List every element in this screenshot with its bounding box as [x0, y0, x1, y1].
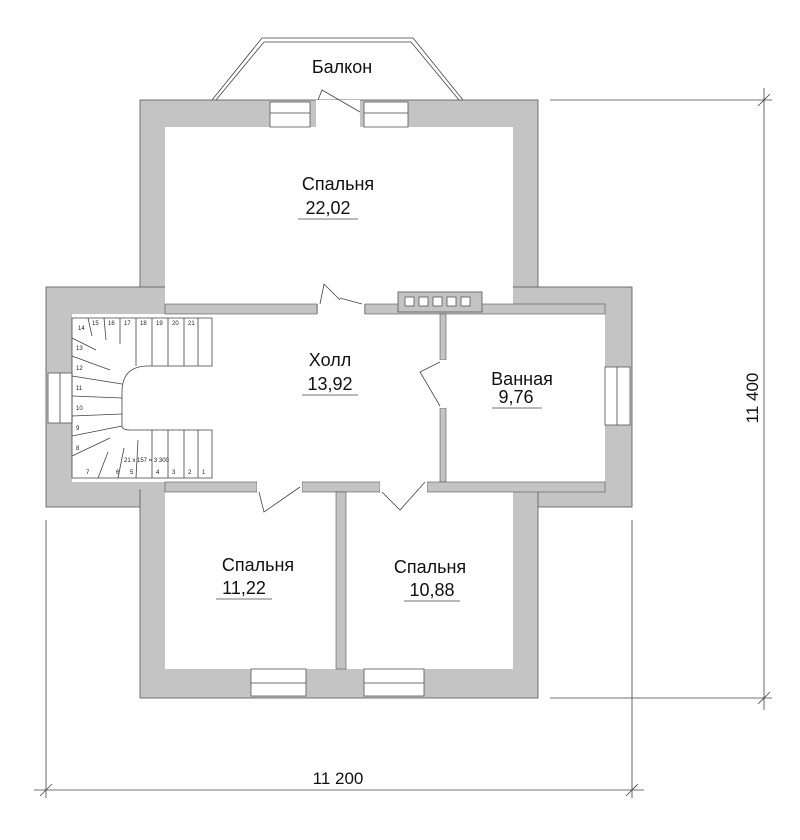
- doors: [257, 89, 446, 513]
- step-number: 3: [172, 470, 176, 476]
- step-number: 18: [140, 321, 147, 327]
- room-name-bedroom-top: Спальня: [302, 174, 374, 194]
- dimension-lines: 11 200 11 400: [34, 88, 772, 798]
- step-number: 13: [76, 346, 83, 352]
- stair-note: 21 x 157 = 3 300: [124, 458, 170, 464]
- step-number: 6: [116, 470, 120, 476]
- step-number: 11: [76, 386, 83, 392]
- dimension-height: 11 400: [743, 373, 762, 424]
- room-name-bathroom: Ванная: [491, 369, 553, 389]
- step-number: 10: [76, 406, 83, 412]
- step-number: 14: [78, 326, 85, 332]
- step-number: 19: [156, 321, 163, 327]
- step-number: 21: [188, 321, 195, 327]
- step-number: 4: [156, 470, 160, 476]
- room-name-bedroom-left: Спальня: [222, 555, 294, 575]
- room-area-bedroom-top: 22,02: [305, 198, 350, 218]
- step-number: 16: [108, 321, 115, 327]
- staircase: 14 15 16 17 18 19 20 21 13 12 11 10 9 8 …: [71, 317, 213, 479]
- interior-walls: [164, 291, 606, 670]
- room-area-bedroom-left: 11,22: [222, 578, 266, 598]
- step-number: 20: [172, 321, 179, 327]
- step-number: 9: [76, 426, 80, 432]
- step-number: 2: [188, 470, 192, 476]
- step-number: 7: [86, 470, 90, 476]
- windows: [47, 101, 631, 697]
- step-number: 12: [76, 366, 83, 372]
- balcony: [211, 37, 464, 101]
- room-labels: Балкон Спальня 22,02 Холл 13,92 Ванная 9…: [216, 57, 553, 602]
- room-area-bedroom-right: 10,88: [409, 580, 454, 600]
- room-area-hall: 13,92: [307, 374, 352, 394]
- dimension-width: 11 200: [313, 769, 364, 788]
- step-number: 15: [92, 321, 99, 327]
- step-number: 8: [76, 446, 80, 452]
- room-area-bathroom: 9,76: [498, 387, 533, 407]
- step-number: 1: [202, 470, 206, 476]
- step-number: 5: [130, 470, 134, 476]
- floors: [72, 127, 605, 669]
- room-name-balcony: Балкон: [312, 57, 372, 77]
- room-name-bedroom-right: Спальня: [394, 557, 466, 577]
- room-name-hall: Холл: [309, 350, 351, 370]
- step-number: 17: [124, 321, 131, 327]
